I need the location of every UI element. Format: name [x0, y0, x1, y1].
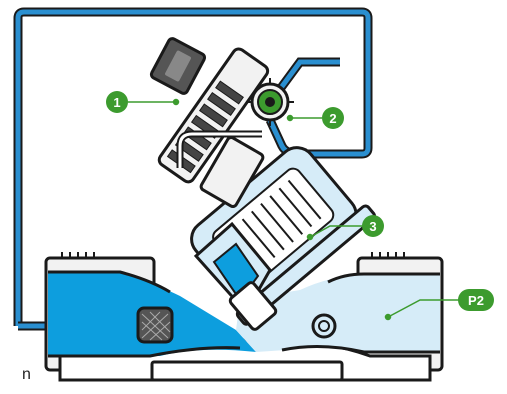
- strainer-icon: [138, 308, 172, 342]
- solenoid-icon: [150, 37, 206, 95]
- callout-1: 1: [106, 91, 128, 113]
- callout-2-label: 2: [329, 111, 336, 126]
- callout-3: 3: [362, 215, 384, 237]
- callout-p2: P2: [458, 289, 494, 311]
- callout-1-label: 1: [113, 95, 120, 110]
- callout-3-label: 3: [369, 219, 376, 234]
- callout-p2-label: P2: [468, 293, 484, 308]
- caption-fragment: n: [22, 366, 31, 384]
- callout-2: 2: [322, 107, 344, 129]
